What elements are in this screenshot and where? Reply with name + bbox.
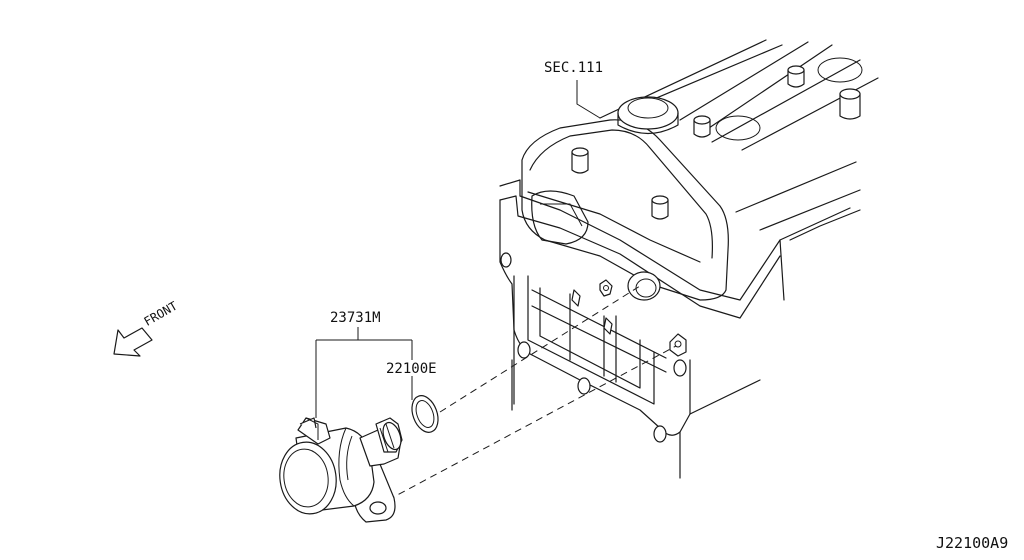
diagram-code: J22100A9 <box>936 534 1009 552</box>
leader-lines <box>315 80 601 418</box>
cover-bolts <box>571 65 861 220</box>
part-number-sensor: 23731M <box>330 310 381 326</box>
part-number-o-ring: 22100E <box>386 361 437 377</box>
section-reference-label: SEC.111 <box>544 60 604 76</box>
engine-assembly <box>499 39 879 479</box>
alignment-lines <box>387 285 677 501</box>
o-ring <box>411 395 439 433</box>
front-arrow-icon <box>113 327 153 357</box>
camshaft-sensor <box>279 417 403 523</box>
